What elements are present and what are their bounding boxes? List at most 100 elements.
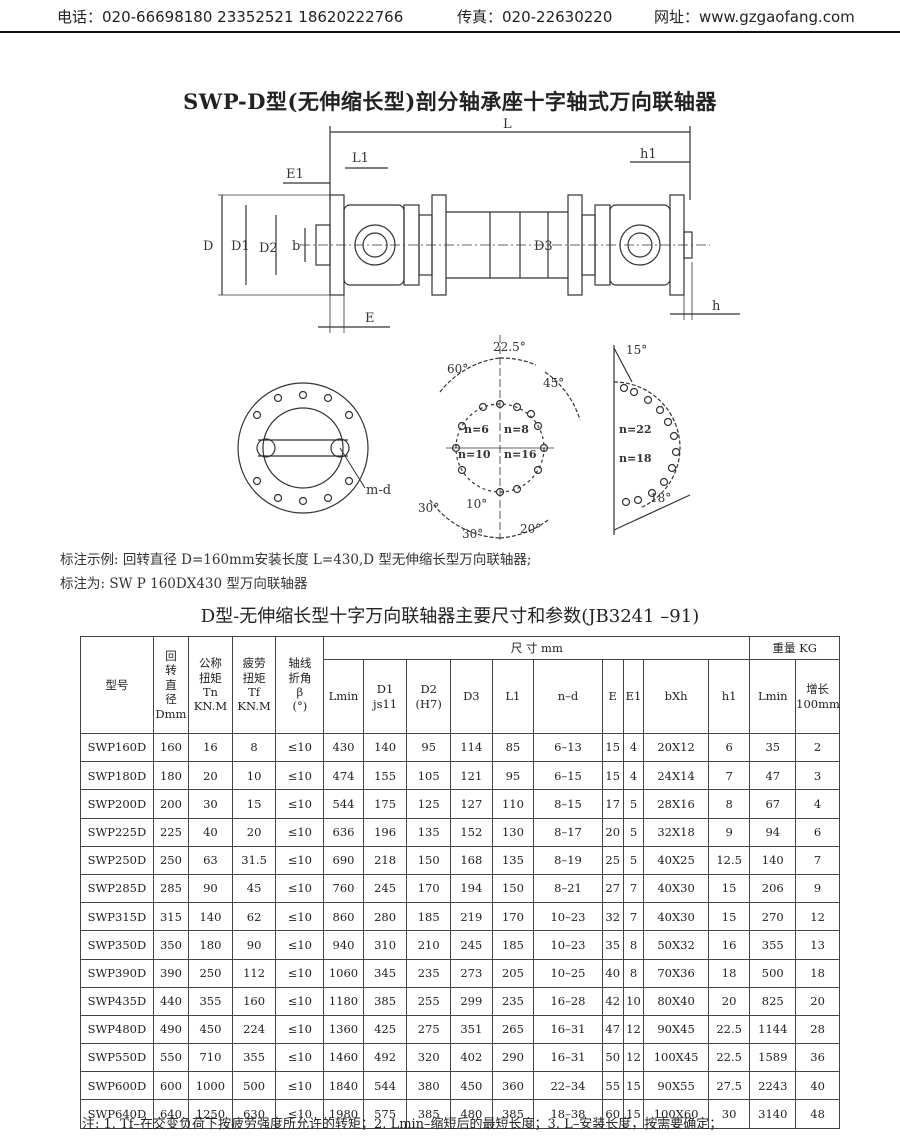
table-cell: 45 [231, 873, 277, 904]
table-cell: 1460 [323, 1043, 364, 1073]
col-group-dimensions: 尺 寸 mm [323, 636, 751, 660]
table-cell: 63 [188, 845, 233, 875]
bolt-sector-diagram: 15° n=22 n=18 18° [613, 343, 691, 535]
table-cell: 15 [622, 1071, 645, 1101]
table-cell: 20 [188, 761, 233, 791]
table-cell: 350 [152, 930, 190, 960]
table-cell: 490 [152, 1014, 190, 1045]
table-cell: 1589 [749, 1043, 797, 1073]
table-cell: ≤10 [275, 930, 325, 960]
table-cell: ≤10 [275, 845, 325, 875]
table-cell: 275 [406, 1014, 452, 1045]
table-cell: 12 [622, 1014, 645, 1045]
table-cell: 265 [491, 1014, 535, 1045]
table-cell: 90X45 [643, 1014, 709, 1045]
table-cell: 225 [152, 817, 190, 847]
table-cell: 6 [795, 817, 840, 847]
dim-E: E [365, 311, 375, 326]
table-cell: 355 [188, 986, 233, 1016]
col-e1: E1 [622, 659, 645, 734]
table-cell: 430 [323, 732, 364, 763]
table-cell: 47 [601, 1014, 624, 1045]
table-cell: 6–15 [533, 761, 603, 791]
table-cell: 10 [622, 986, 645, 1016]
table-cell: 40 [601, 958, 624, 988]
table-cell: 544 [323, 789, 364, 819]
table-cell: 940 [323, 930, 364, 960]
table-cell: 110 [491, 789, 535, 819]
table-cell: 31.5 [231, 845, 277, 875]
label-n22: n=22 [619, 423, 652, 436]
table-cell: 500 [231, 1071, 277, 1101]
table-cell: 15 [231, 789, 277, 819]
table-cell: 60 [601, 1099, 624, 1129]
table-cell: SWP250D [80, 845, 154, 875]
coupling-side-view: L L1 E1 h1 [203, 117, 740, 333]
table-cell: 2 [795, 732, 840, 763]
col-d2: D2(H7) [406, 659, 452, 734]
table-cell: ≤10 [275, 817, 325, 847]
table-cell: 152 [450, 817, 493, 847]
table-cell: 40X30 [643, 902, 709, 932]
table-cell: 100X45 [643, 1043, 709, 1073]
table-cell: ≤10 [275, 958, 325, 988]
table-cell: 360 [491, 1071, 535, 1101]
table-cell: 95 [406, 732, 452, 763]
table-cell: 550 [152, 1043, 190, 1073]
table-cell: 860 [323, 902, 364, 932]
table-cell: 315 [152, 902, 190, 932]
table-cell: 235 [406, 958, 452, 988]
table-cell: 6 [707, 732, 751, 763]
table-cell: 62 [231, 902, 277, 932]
dim-h1: h1 [640, 147, 657, 162]
table-cell: 15 [707, 873, 751, 904]
table-cell: 27.5 [707, 1071, 751, 1101]
angle-18: 18° [650, 491, 671, 505]
table-cell: ≤10 [275, 761, 325, 791]
table-cell: 345 [362, 958, 408, 988]
table-cell: 22.5 [707, 1014, 751, 1045]
table-cell: 690 [323, 845, 364, 875]
table-cell: 24X14 [643, 761, 709, 791]
table-cell: 224 [231, 1014, 277, 1045]
label-n8: n=8 [504, 423, 529, 436]
dim-L1: L1 [352, 151, 369, 166]
dim-h: h [712, 299, 721, 314]
table-cell: 121 [450, 761, 493, 791]
table-cell: 1060 [323, 958, 364, 988]
table-cell: 170 [491, 902, 535, 932]
table-cell: 150 [491, 873, 535, 904]
table-cell: 100X60 [643, 1099, 709, 1129]
table-cell: 10–23 [533, 902, 603, 932]
table-cell: 13 [795, 930, 840, 960]
table-cell: 12 [795, 902, 840, 932]
table-cell: 1180 [323, 986, 364, 1016]
table-cell: 55 [601, 1071, 624, 1101]
table-cell: 20 [601, 817, 624, 847]
table-cell: 7 [622, 902, 645, 932]
angle-30-bottom: 30° [462, 527, 483, 541]
table-cell: 150 [406, 845, 452, 875]
table-cell: 630 [231, 1099, 277, 1129]
table-cell: ≤10 [275, 732, 325, 763]
table-cell: 10–23 [533, 930, 603, 960]
phone-numbers: 电话：020-66698180 23352521 18620222766 [57, 8, 404, 26]
website-link[interactable]: 网址：www.gzgaofang.com [654, 8, 855, 26]
footnote: 注: 1. Tf–在交变负荷下按疲劳强度所允许的转矩；2. Lmin–缩短后的最… [82, 1117, 723, 1132]
table-cell: 185 [406, 902, 452, 932]
table-cell: 20X12 [643, 732, 709, 763]
header-divider [0, 31, 900, 33]
table-cell: 180 [152, 761, 190, 791]
table-cell: 245 [450, 930, 493, 960]
table-cell: 600 [152, 1071, 190, 1101]
table-title: D型-无伸缩长型十字万向联轴器主要尺寸和参数(JB3241 –91) [200, 606, 700, 627]
table-cell: 9 [795, 873, 840, 904]
col-h1: h1 [707, 659, 751, 734]
table-cell: 40X30 [643, 873, 709, 904]
